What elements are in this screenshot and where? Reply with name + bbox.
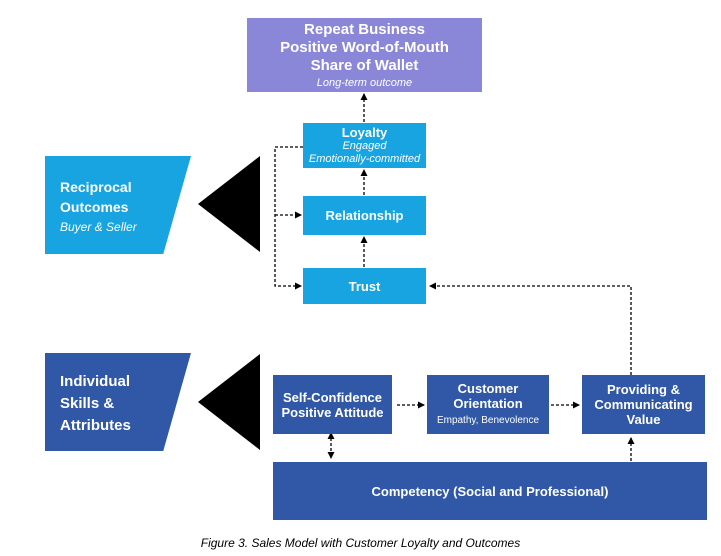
competency-box: Competency (Social and Professional) bbox=[273, 462, 707, 520]
reciprocal-outcomes-banner: Reciprocal Outcomes Buyer & Seller bbox=[45, 156, 191, 254]
top-line-2: Positive Word-of-Mouth bbox=[280, 38, 449, 56]
individual-text: Individual Skills & Attributes bbox=[60, 371, 131, 437]
providing-value-box: Providing & Communicating Value bbox=[582, 375, 705, 434]
long-term-outcome-box: Repeat Business Positive Word-of-Mouth S… bbox=[247, 18, 482, 92]
customer-orientation-line-1: Customer bbox=[457, 381, 519, 396]
individual-line-3: Attributes bbox=[60, 417, 131, 434]
self-confidence-line-2: Positive Attitude bbox=[281, 404, 384, 420]
providing-line-3: Value bbox=[626, 412, 661, 427]
reciprocal-line-2: Outcomes bbox=[60, 199, 129, 215]
trust-box: Trust bbox=[303, 268, 426, 304]
customer-orientation-sub: Empathy, Benevolence bbox=[436, 415, 540, 426]
providing-line-1: Providing & bbox=[607, 382, 680, 397]
loyalty-sub-1: Engaged bbox=[342, 139, 387, 152]
self-confidence-box: Self-Confidence Positive Attitude bbox=[273, 375, 392, 434]
individual-line-1: Individual bbox=[60, 373, 131, 390]
individual-line-2: Skills & bbox=[60, 395, 115, 412]
customer-orientation-box: Customer Orientation Empathy, Benevolenc… bbox=[427, 375, 549, 434]
loyalty-title: Loyalty bbox=[341, 124, 388, 140]
loyalty-box: Loyalty Engaged Emotionally-committed bbox=[303, 123, 426, 168]
relationship-box: Relationship bbox=[303, 196, 426, 235]
competency-label: Competency (Social and Professional) bbox=[371, 483, 609, 499]
top-line-1: Repeat Business bbox=[304, 20, 425, 38]
loyalty-sub-2: Emotionally-committed bbox=[308, 152, 421, 165]
reciprocal-line-1: Reciprocal bbox=[60, 179, 132, 195]
arrow-providing-to-trust bbox=[429, 282, 632, 375]
figure-caption: Figure 3. Sales Model with Customer Loya… bbox=[200, 536, 521, 550]
reciprocal-text: Reciprocal Outcomes Buyer & Seller bbox=[60, 177, 137, 237]
reciprocal-banner-bg bbox=[45, 156, 191, 254]
reciprocal-sub: Buyer & Seller bbox=[60, 220, 137, 234]
top-subtitle: Long-term outcome bbox=[316, 76, 413, 89]
relationship-label: Relationship bbox=[325, 208, 404, 223]
individual-banner-bg bbox=[45, 353, 191, 451]
individual-skills-banner: Individual Skills & Attributes bbox=[45, 353, 191, 451]
arrow-loyalty-loop bbox=[274, 146, 303, 290]
top-line-3: Share of Wallet bbox=[310, 56, 419, 74]
customer-orientation-line-2: Orientation bbox=[453, 396, 523, 411]
trust-label: Trust bbox=[348, 278, 381, 294]
providing-line-2: Communicating bbox=[594, 397, 693, 412]
self-confidence-line-1: Self-Confidence bbox=[283, 389, 382, 405]
